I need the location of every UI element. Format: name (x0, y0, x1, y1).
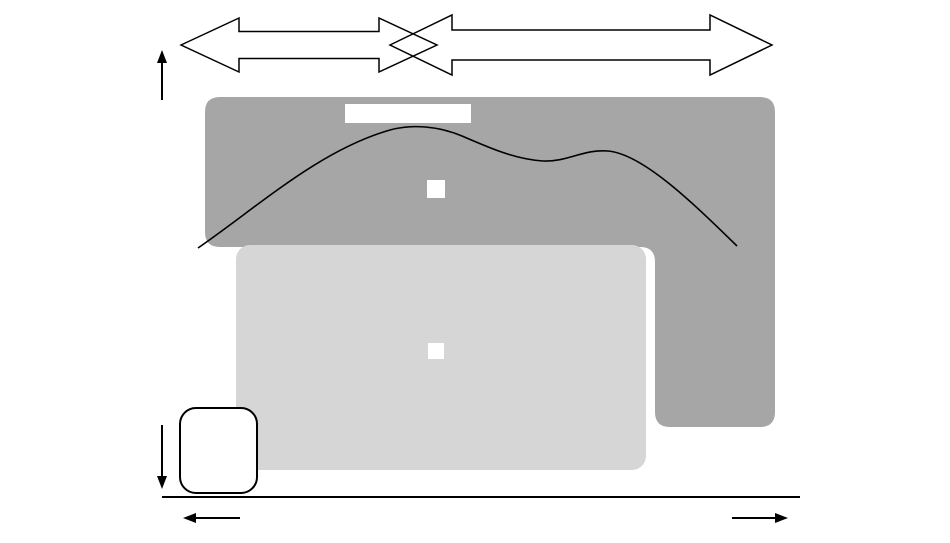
dark-gray-region (205, 97, 775, 427)
trend-curve (197, 125, 738, 249)
white-marker-lower (428, 343, 444, 359)
white-label-bar (345, 104, 471, 123)
white-marker-upper (427, 180, 445, 198)
up-arrowhead-icon (157, 50, 167, 63)
left-arrowhead-icon (183, 513, 196, 523)
down-arrowhead-icon (157, 476, 167, 489)
top-right-double-arrow (388, 13, 774, 77)
corner-outline-box (179, 407, 258, 494)
top-left-double-arrow (179, 16, 439, 74)
right-arrowhead-icon (775, 513, 788, 523)
